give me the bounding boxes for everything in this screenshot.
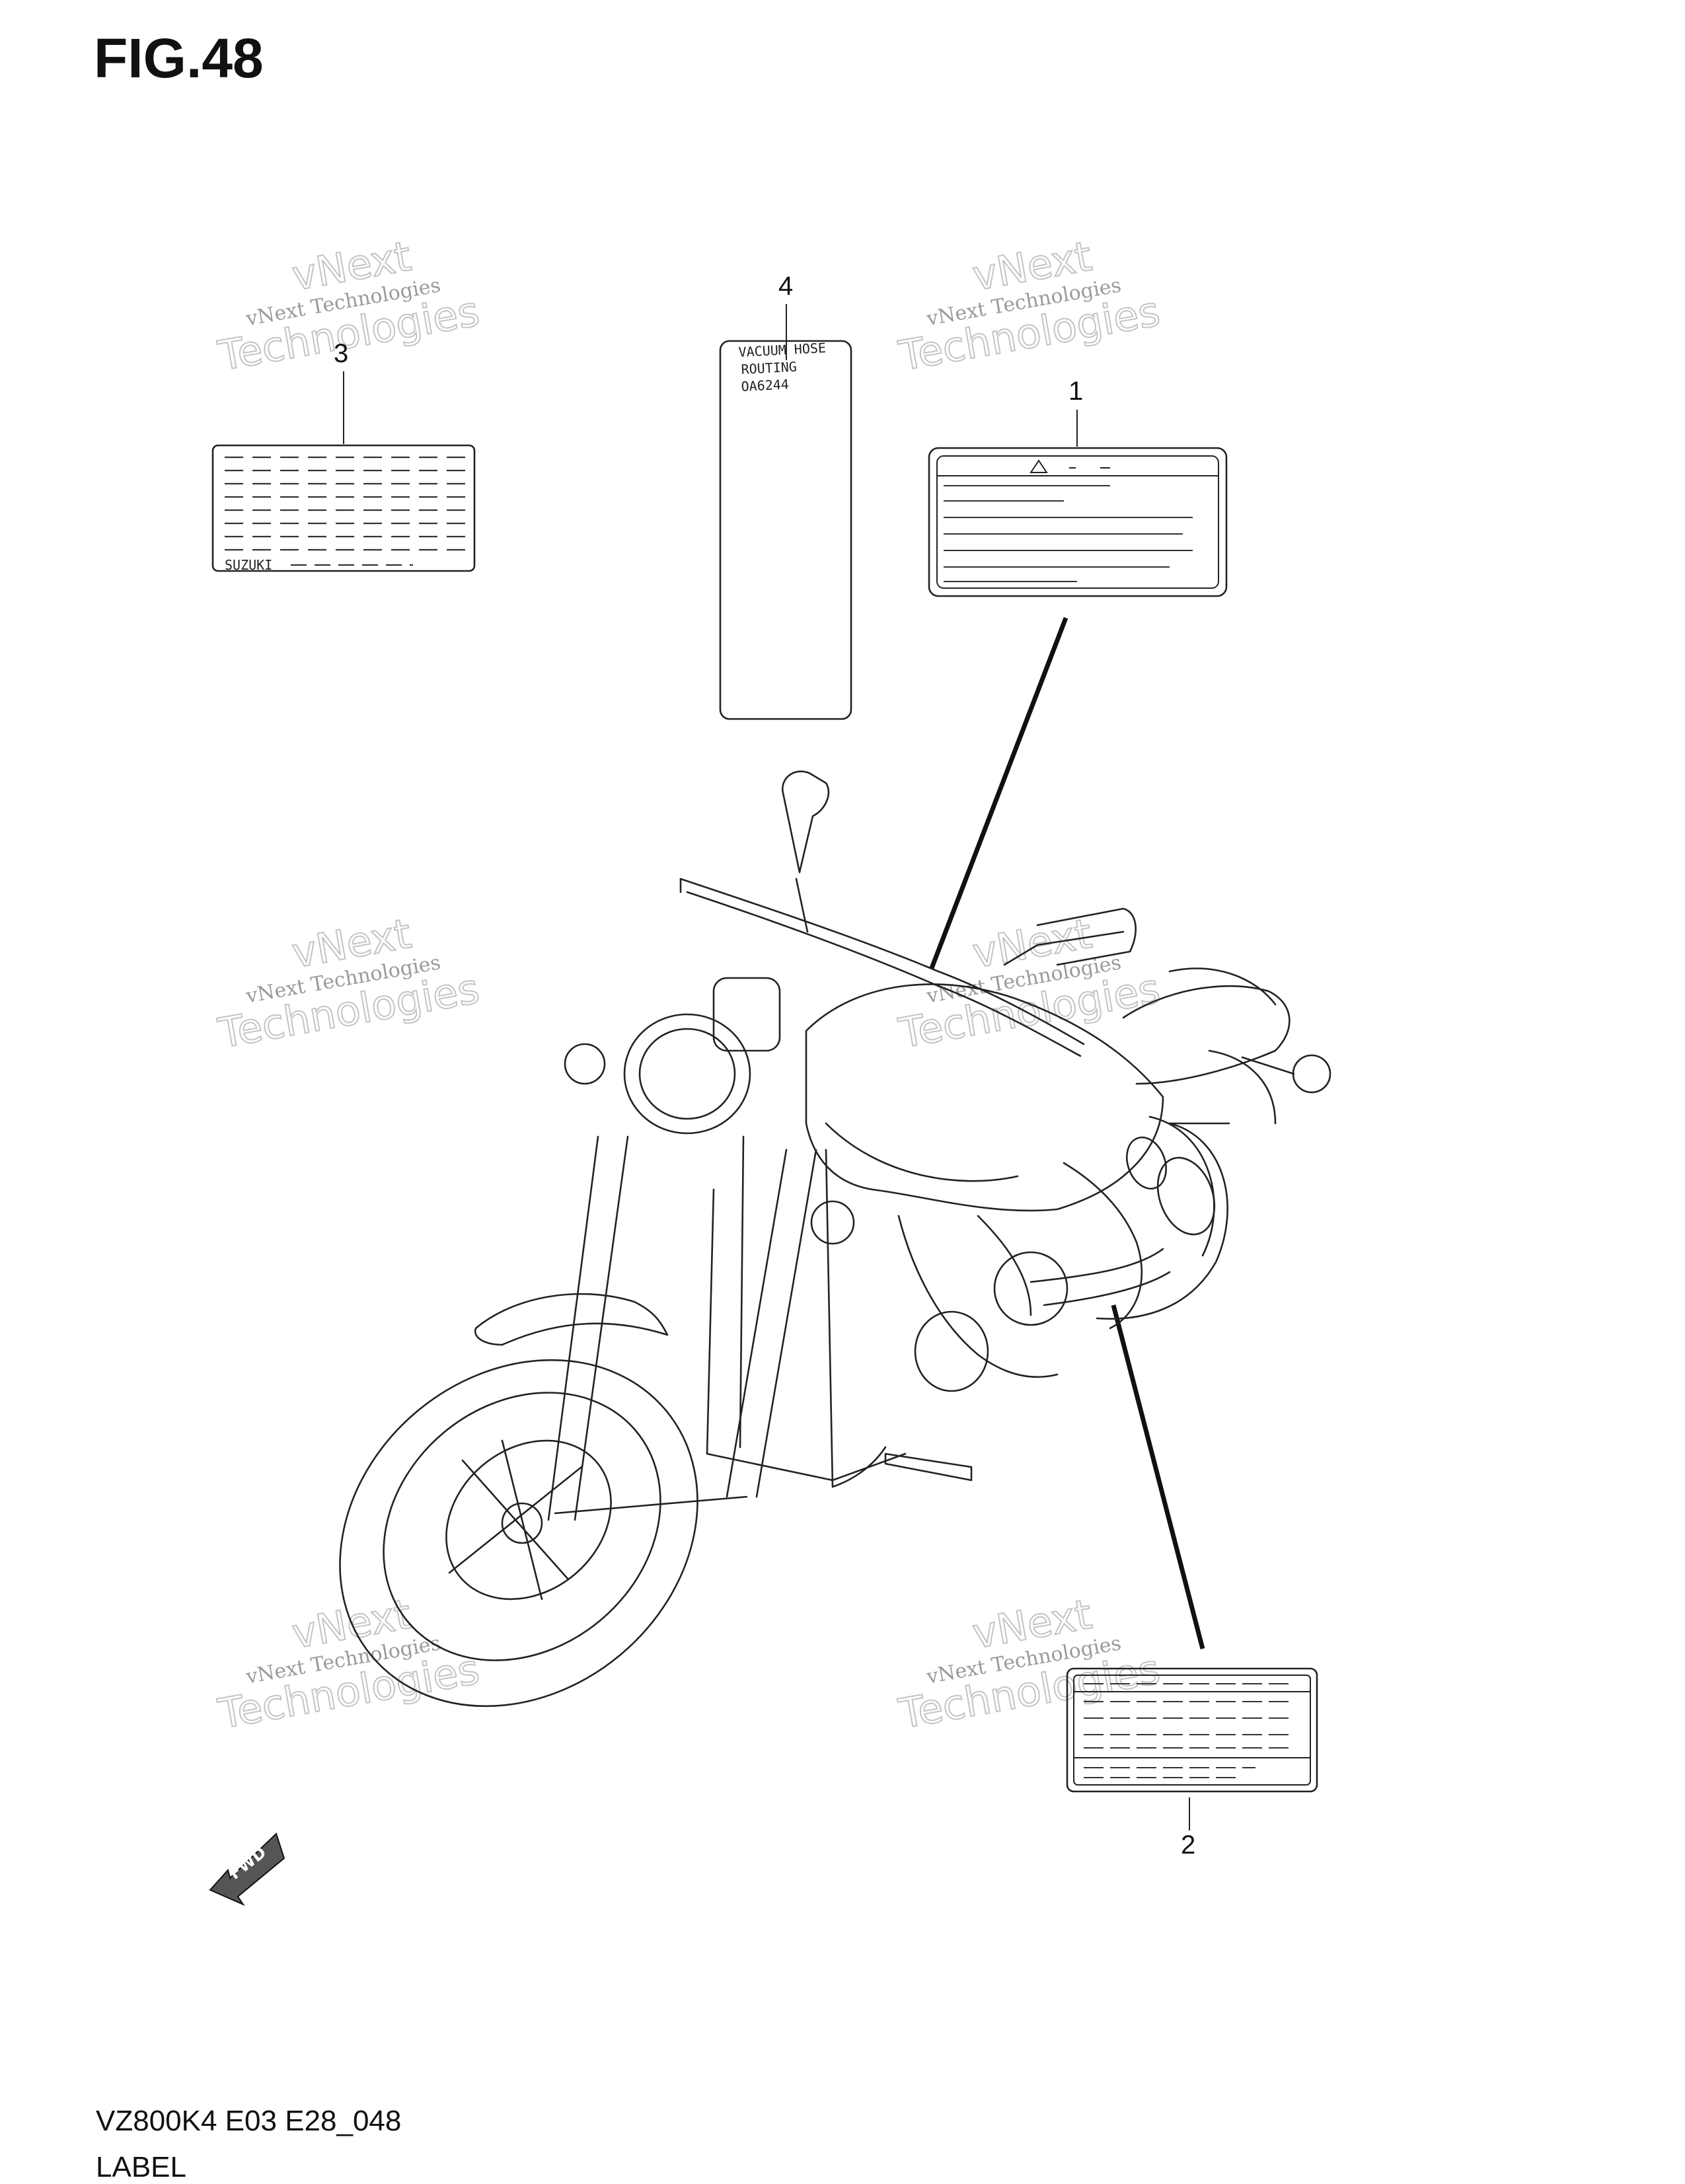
leader-line-2 xyxy=(1111,1304,1205,1649)
diagram-code: VZ800K4 E03 E28_048 xyxy=(96,2105,402,2137)
callout-3: 3 xyxy=(334,339,348,368)
callout-4: 4 xyxy=(778,272,793,301)
label-4-line-3: OA6244 xyxy=(741,376,789,395)
leader-line-1 xyxy=(929,617,1068,969)
diagram-name: LABEL xyxy=(96,2151,186,2183)
part-1-label: 1 xyxy=(928,377,1228,597)
motorcycle-illustration xyxy=(339,771,1331,1708)
label-4-line-1: VACUUM HOSE xyxy=(738,340,827,360)
label-4-line-2: ROUTING xyxy=(741,359,797,377)
callout-1: 1 xyxy=(1068,377,1083,406)
label-3-text: SUZUKI xyxy=(225,557,272,573)
figure-title: FIG.48 xyxy=(94,27,264,89)
forward-arrow-icon: FWD xyxy=(209,1832,285,1906)
part-2-label: 2 xyxy=(1066,1667,1318,1860)
watermark-group: vNext vNext Technologies Technologies vN… xyxy=(214,231,1164,1739)
callout-2: 2 xyxy=(1181,1830,1195,1860)
part-3-label: 3 SUZUKI xyxy=(211,339,476,573)
part-4-label: 4 VACUUM HOSE ROUTING OA6244 xyxy=(719,272,852,720)
